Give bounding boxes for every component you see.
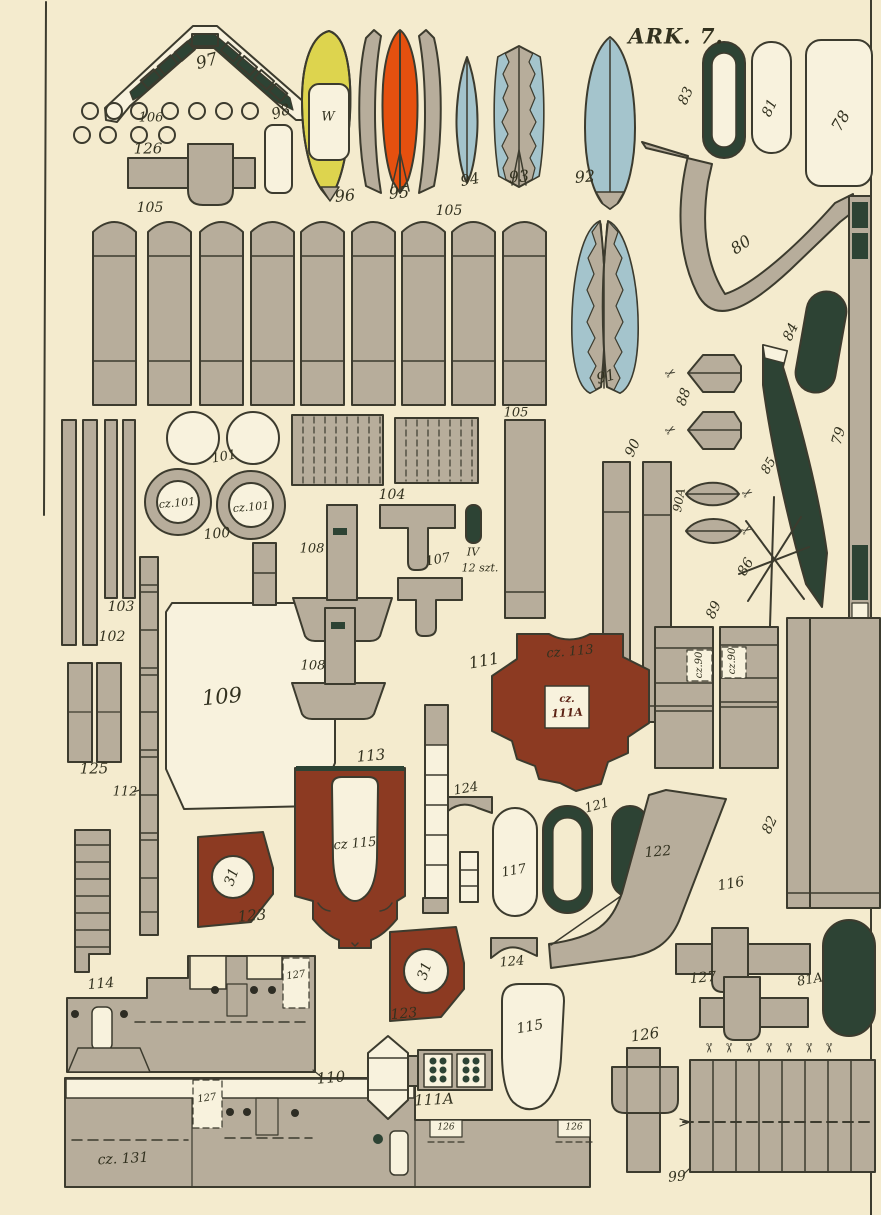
part-106-shape [73,102,259,144]
scan-top-edge [0,0,881,3]
scan-right-edge [872,0,881,1215]
part-123a-shape [197,831,274,928]
part-127-shape [675,927,811,1041]
part-126-bottom-shape [611,1047,679,1173]
part-90a-shape [685,481,742,544]
part-110-shape [66,955,325,1080]
part-126-top-shape [127,143,256,206]
part-89-shape [654,626,779,769]
part-83-shape [702,41,746,159]
part-78-shape [805,39,873,187]
part-124-shape [422,704,538,959]
part-103-shape [61,419,136,646]
part-iv-shape [465,504,482,544]
part-88-shape [687,354,742,450]
small-plate-shape [252,542,277,606]
part-123b-shape [389,926,465,1022]
part-112-shape [132,556,159,936]
part-79-shape [848,195,872,641]
part-80-shape [641,141,855,312]
scan-left-margin [0,0,46,1215]
part-84-shape [794,290,848,394]
part-111-shape [491,633,650,792]
part-81a-shape [822,919,876,1037]
part-125-shape [67,662,122,763]
scan-bottom-edge [22,1203,881,1215]
part-97-shape [104,25,310,123]
part-101-shape [166,411,280,465]
part-81-shape [751,41,792,154]
part-117-shape [492,807,538,917]
part-108b-shape [291,607,386,720]
part-115-shape [501,983,565,1111]
part-93-shape [493,45,545,188]
part-99-shape [679,1059,876,1175]
part-109-shape [165,602,336,810]
part-107-shape [379,504,463,637]
part-85-shape [762,344,828,608]
part-113-shape [294,766,406,949]
part-98-shape [264,124,293,194]
part-105-planks [92,221,547,406]
part-114-shape [74,829,111,973]
part-131-deck-shape [64,1077,593,1188]
part-100-rings-shape [144,468,286,540]
part-105-single [504,419,546,619]
part-82-shape [786,617,881,909]
part-111a-shape [367,1035,493,1120]
scan-crease [43,1,47,516]
part-104-shape [291,414,479,486]
part-95-shape [358,29,442,194]
part-121-shape [542,805,593,914]
part-86-shape [738,496,810,627]
part-92-shape [584,36,636,210]
scan-corner-shade [0,0,62,32]
part-96-shape [301,30,352,202]
part-116-shape [548,789,727,969]
part-91-shape [571,220,639,394]
part-94-shape [455,56,479,184]
